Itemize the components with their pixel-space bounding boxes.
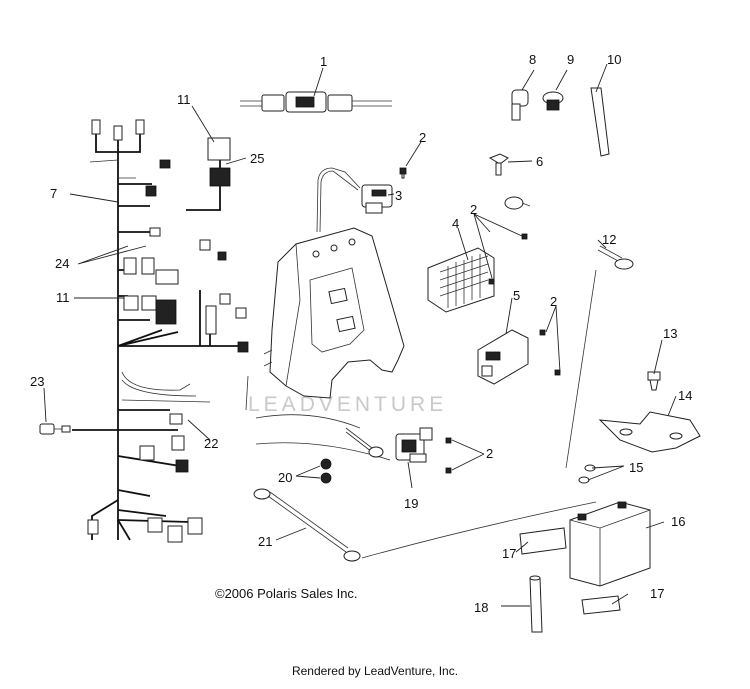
callout-14: 14 [678,388,692,403]
part-17-pad-bottom [581,595,621,615]
part-4-regulator [427,247,495,313]
part-terminal-lug [504,196,531,210]
part-5-module [477,329,529,385]
callout-10: 10 [607,52,621,67]
callout-13: 13 [663,326,677,341]
callout-3: 3 [395,188,402,203]
part-8-clip [511,89,529,121]
part-3-sensor [316,167,393,233]
callout-16: 16 [671,514,685,529]
callout-4: 4 [452,216,459,231]
part-10-rod [590,87,610,157]
part-17-pad-top [519,527,567,555]
part-2-screw-top [399,167,407,179]
callout-17-a: 17 [502,546,516,561]
watermark: LEADVENTURE [248,393,447,416]
part-14-bracket [598,411,701,453]
callout-21: 21 [258,534,272,549]
watermark-text: LEADVENTURE [248,393,447,416]
harness-connectors [87,119,249,543]
part-18-tube [529,575,543,633]
part-2-screws-right [445,233,561,474]
part-13-fastener [647,371,661,391]
callout-22: 22 [204,436,218,451]
callout-9: 9 [567,52,574,67]
callout-5: 5 [513,288,520,303]
part-19-relay [345,427,433,463]
callout-20: 20 [278,470,292,485]
callout-24: 24 [55,256,69,271]
callout-17-b: 17 [650,586,664,601]
part-7-wiring-harness [72,126,238,541]
callout-7: 7 [50,186,57,201]
connecting-lines [245,269,597,559]
callout-2-d: 2 [486,446,493,461]
callout-12: 12 [602,232,616,247]
part-electrical-frame [263,227,405,399]
callout-1: 1 [320,54,327,69]
part-12-cable [597,245,634,270]
part-23-sensor [39,423,71,435]
rendered-by-footer: Rendered by LeadVenture, Inc. [291,664,459,678]
callout-2-b: 2 [470,202,477,217]
callout-2-a: 2 [419,130,426,145]
callout-15: 15 [629,460,643,475]
callout-23: 23 [30,374,44,389]
callout-11-b: 11 [56,290,70,305]
callout-25: 25 [250,151,264,166]
part-9-clamp [542,91,564,111]
callout-8: 8 [529,52,536,67]
callout-labels: 1 2 3 4 2 5 6 7 8 9 10 11 11 12 13 14 2 … [30,52,692,615]
callout-18: 18 [474,600,488,615]
callout-19: 19 [404,496,418,511]
part-15-nuts [578,464,596,484]
copyright-notice: ©2006 Polaris Sales Inc. [215,586,358,601]
callout-11-a: 11 [177,92,191,107]
callout-6: 6 [536,154,543,169]
part-16-battery [569,501,651,587]
callout-2-c: 2 [550,294,557,309]
leader-lines [43,63,677,607]
part-20-nuts [320,458,332,484]
part-1-connector-harness [240,91,392,113]
part-21-cable [253,488,361,562]
part-6-bolt [488,153,509,176]
